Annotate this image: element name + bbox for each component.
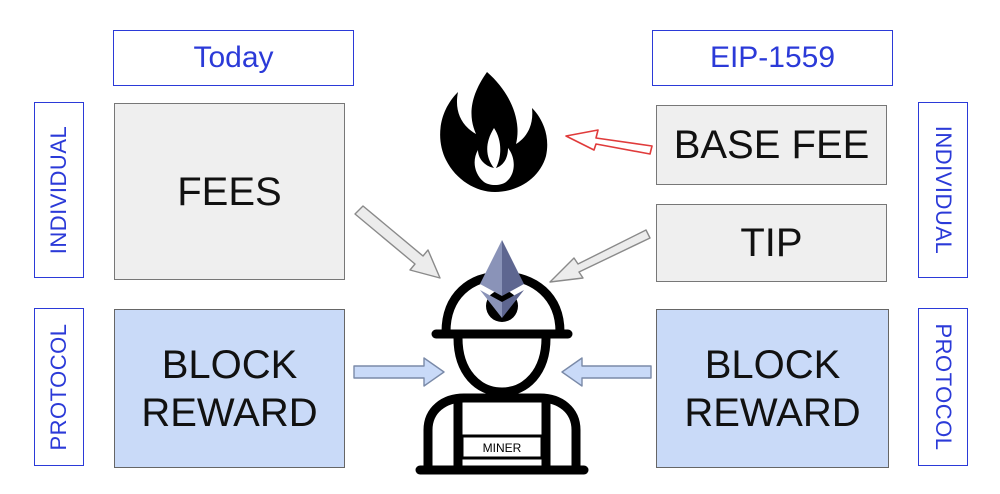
left-block-reward-arrow: [353, 357, 445, 387]
eip1559-header: EIP-1559: [652, 30, 893, 86]
tip-to-miner-arrow: [549, 229, 651, 283]
right-block-reward-arrow: [561, 357, 652, 387]
fire-icon: [440, 72, 548, 192]
burn-arrow: [565, 129, 653, 155]
tip-label: TIP: [740, 221, 803, 265]
right-protocol-label: PROTOCOL: [918, 308, 968, 466]
today-header-label: Today: [193, 41, 274, 74]
tip-box: TIP: [656, 204, 887, 282]
left-protocol-label: PROTOCOL: [34, 308, 84, 466]
miner-icon: [415, 271, 589, 475]
right-block-reward-line2: REWARD: [684, 390, 861, 435]
base-fee-box: BASE FEE: [656, 105, 887, 185]
today-header: Today: [113, 30, 354, 86]
fees-box: FEES: [114, 103, 345, 280]
left-block-reward-box: BLOCK REWARD: [114, 309, 345, 468]
right-block-reward-line1: BLOCK: [704, 342, 841, 387]
right-individual-label: INDIVIDUAL: [918, 102, 968, 278]
ethereum-icon: [480, 240, 524, 318]
miner-nameplate: [460, 434, 544, 460]
eip1559-header-label: EIP-1559: [709, 41, 836, 74]
left-block-reward-line2: REWARD: [141, 390, 318, 435]
fees-to-miner-arrow: [354, 205, 441, 279]
right-block-reward-box: BLOCK REWARD: [656, 309, 889, 468]
left-block-reward-line1: BLOCK: [161, 342, 298, 387]
left-individual-label: INDIVIDUAL: [34, 102, 84, 278]
miner-label: MINER: [483, 441, 522, 455]
fees-label: FEES: [177, 169, 282, 214]
base-fee-label: BASE FEE: [673, 123, 870, 167]
